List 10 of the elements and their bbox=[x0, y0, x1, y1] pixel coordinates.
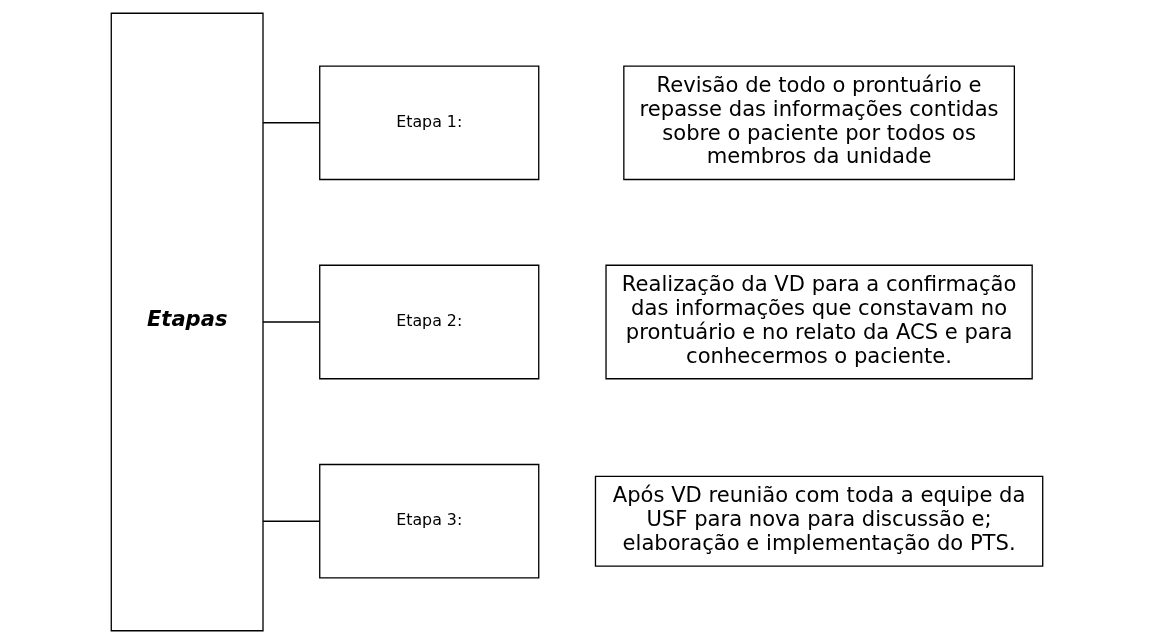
node-box: Revisão de todo o prontuário e repasse das informações contidas sobre o paciente por todos os membros da unidade bbox=[623, 65, 1015, 181]
node-box: Realização da VD para a confirmação das informações que constavam no prontuário e no relato da ACS e para conhecermos o paciente. bbox=[605, 264, 1033, 380]
connector bbox=[262, 321, 321, 323]
node-box: Após VD reunião com toda a equipe da USF para nova para discussão e; elaboração e implementação do PTS. bbox=[594, 475, 1044, 567]
connector bbox=[262, 520, 321, 522]
node-box: Etapa 2: bbox=[319, 264, 540, 380]
node-box: Etapas bbox=[110, 12, 264, 632]
node-box: Etapa 3: bbox=[319, 463, 540, 579]
connector bbox=[262, 122, 321, 124]
node-box: Etapa 1: bbox=[319, 65, 540, 181]
